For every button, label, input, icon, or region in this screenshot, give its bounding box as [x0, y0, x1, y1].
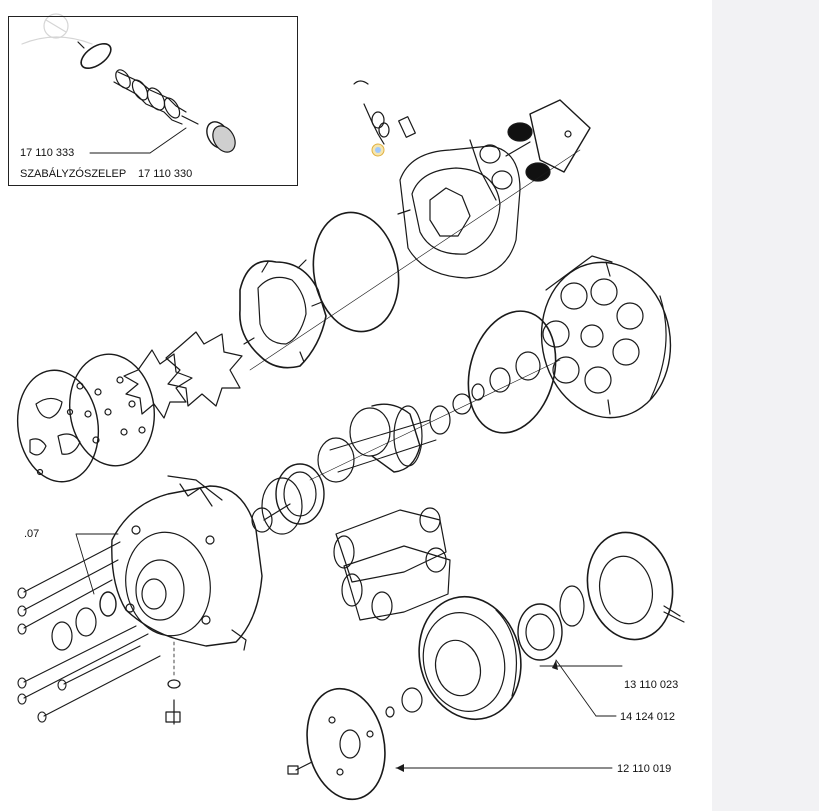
front-housing	[111, 475, 263, 651]
field-coil	[586, 531, 685, 641]
o-ring-front	[467, 310, 557, 434]
side-panel	[712, 0, 819, 811]
gasket	[239, 259, 327, 369]
reed-valve-1	[165, 331, 243, 407]
shaft-seal	[51, 591, 117, 651]
inset-frame	[8, 16, 298, 186]
regulator-label: SZABÁLYZÓSZELEP	[20, 168, 127, 180]
small-bolt	[165, 679, 181, 725]
pulley-bearing	[517, 585, 585, 661]
regulator-part-number: 17 110 330	[138, 168, 193, 180]
callout-hub: 12 110 019	[617, 763, 672, 775]
reed-valve-2	[123, 349, 193, 419]
callout-coil: 13 110 023	[624, 679, 679, 691]
o-ring-large	[312, 211, 400, 333]
swash-shaft-assembly	[317, 351, 541, 483]
rear-head-assembly	[353, 80, 591, 279]
through-bolts	[17, 541, 161, 723]
callout-bearing: 14 124 012	[620, 711, 676, 723]
callout-ref-07: .07	[24, 528, 40, 540]
inset-part-number: 17 110 333	[20, 147, 75, 159]
leader-bearing	[555, 659, 597, 717]
callout-leader-07	[75, 533, 119, 595]
cylinder-block	[540, 255, 672, 419]
pulley	[418, 595, 522, 721]
thrust-bearing	[251, 463, 325, 535]
valve-plate-2	[68, 353, 156, 467]
clutch-hub	[287, 687, 423, 801]
valve-plate-1	[16, 369, 100, 483]
inset-regulator-valve	[77, 41, 236, 153]
watermark-logo-icon	[21, 13, 93, 45]
pistons	[333, 507, 451, 621]
